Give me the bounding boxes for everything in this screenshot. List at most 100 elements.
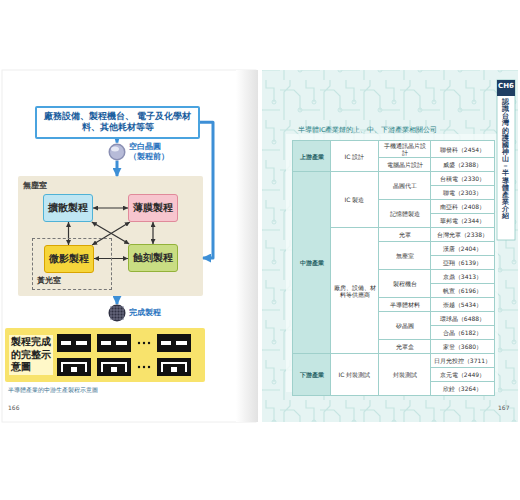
svg-part	[76, 341, 87, 345]
cell-text: 崇越（5434）	[443, 301, 482, 308]
table-cell: 晶圓代工	[379, 172, 431, 200]
process-arrow	[68, 222, 69, 245]
process-arrow	[93, 207, 128, 208]
company-table: 上游產業 IC 設計 手機通訊晶片設計聯發科（2454） 電腦晶片設計 威盛（2388）…	[292, 140, 495, 396]
table-cell: 環球晶（6488）	[431, 312, 495, 326]
cell-text: 亞翔（6139）	[443, 259, 482, 266]
table-cell: 上游產業	[293, 141, 331, 172]
cell-text: IC 封裝測試	[339, 371, 371, 378]
chapter-title: 認識台灣的護國神山－半導體產業介紹	[502, 99, 509, 220]
table-cell: 威盛（2388）	[431, 158, 495, 172]
cell-text: 製程機台	[393, 280, 417, 287]
cell-text: 封裝測試	[393, 371, 417, 378]
cell-text: 南亞科（2408）	[440, 203, 485, 210]
wafer-icon	[108, 304, 126, 322]
cell-text: 矽晶圓	[396, 322, 414, 329]
cell-text: 廠房、設備、材料等供應商	[334, 284, 376, 298]
cell-text: IC 製造	[345, 196, 365, 203]
svg-part	[171, 367, 177, 372]
table-cell: 日月光投控（3711）	[431, 354, 495, 368]
flow-arrow	[200, 122, 213, 258]
table-cell: 光罩	[379, 228, 431, 242]
table-cell: 矽晶圓	[379, 312, 431, 340]
table-cell: 手機通訊晶片設計	[379, 141, 431, 158]
ellipsis-dot	[148, 366, 150, 368]
chip-section	[157, 358, 191, 376]
flow-arrow	[116, 161, 119, 176]
svg-part	[71, 367, 77, 372]
cell-text: IC 設計	[345, 153, 365, 160]
svg-part	[62, 363, 86, 372]
chip-section	[157, 334, 191, 352]
table-cell: 漢唐（2404）	[431, 242, 495, 256]
page-number: 166	[8, 404, 19, 411]
table-cell: 聯電（2303）	[431, 186, 495, 200]
result-box: 製程完成的完整示意圖	[5, 328, 205, 382]
svg-part	[109, 305, 126, 322]
node-text: 空白晶圓 （製程前）	[129, 142, 174, 161]
table-cell: 半導體材料	[379, 298, 431, 312]
svg-part	[161, 341, 171, 345]
cell-text: 環球晶（6488）	[440, 315, 485, 322]
process-arrow	[92, 222, 129, 244]
cell-text: 聯電（2303）	[443, 189, 482, 196]
table-cell: 欣銓（3264）	[431, 382, 495, 396]
cell-text: 台灣光罩（2338）	[437, 231, 488, 238]
cell-text: 京鼎（3413）	[443, 273, 482, 280]
table-cell: 聯發科（2454）	[431, 141, 495, 158]
table-row: 中游產業IC 製造晶圓代工台積電（2330）	[293, 172, 495, 186]
svg-part	[120, 306, 121, 320]
clean-room: 無塵室擴散製程薄膜製程黃光室微影製程蝕刻製程	[18, 176, 203, 296]
supply-box: 廠務設備、製程機台、 電子及化學材料、其他耗材等等	[35, 106, 200, 139]
table-cell: 廠房、設備、材料等供應商	[331, 228, 379, 354]
finished-wafer: 完成製程	[108, 304, 161, 322]
cell-text: 欣銓（3264）	[443, 385, 482, 392]
cell-text: 華邦電（2344）	[440, 217, 485, 224]
node-text: 薄膜製程	[133, 201, 173, 215]
blank-wafer: 空白晶圓 （製程前）	[108, 142, 174, 161]
cell-text: 手機通訊晶片設計	[384, 142, 426, 156]
wafer-icon	[108, 143, 126, 161]
table-cell: 電腦晶片設計	[379, 158, 431, 172]
chapter-tab: CH6	[498, 82, 514, 90]
page-number: 167	[498, 404, 509, 411]
table-cell: 亞翔（6139）	[431, 256, 495, 270]
svg-part	[116, 341, 127, 345]
cell-text: 晶圓代工	[393, 182, 417, 189]
cell-text: 日月光投控（3711）	[434, 357, 491, 364]
node-text: 完成製程	[129, 308, 161, 318]
svg-part	[110, 319, 124, 320]
cell-text: 電腦晶片設計	[387, 161, 423, 168]
node-text: 擴散製程	[48, 201, 88, 215]
svg-part	[102, 363, 126, 372]
chip-section	[57, 334, 91, 352]
table-cell: 京元電（2449）	[431, 368, 495, 382]
process-arrow	[92, 222, 130, 245]
cell-text: 漢唐（2404）	[443, 245, 482, 252]
table-cell: 家登（3680）	[431, 340, 495, 354]
ellipsis-dot	[138, 342, 140, 344]
svg-part	[162, 363, 186, 372]
ellipsis-dot	[148, 342, 150, 344]
svg-part	[109, 143, 126, 160]
caption: 半導體產業的中游生產製程示意圖	[8, 386, 98, 395]
svg-part	[110, 316, 124, 317]
table-row: 上游產業 IC 設計 手機通訊晶片設計聯發科（2454）	[293, 141, 495, 158]
cell-text: 上游產業	[300, 153, 324, 160]
flow-arrow	[116, 296, 119, 304]
table-cell: 無塵室	[379, 242, 431, 270]
table-cell: IC 製造	[331, 172, 379, 228]
cell-text: 記憶體製造	[390, 210, 420, 217]
table-cell: 合晶（6182）	[431, 326, 495, 340]
table-row: 下游產業IC 封裝測試封裝測試日月光投控（3711）	[293, 354, 495, 368]
svg-part	[123, 306, 124, 320]
cell-text: 台積電（2330）	[440, 175, 485, 182]
cell-text: 半導體材料	[390, 301, 420, 308]
cell-text: 家登（3680）	[443, 343, 482, 350]
svg-part	[61, 341, 71, 345]
cell-text: 無塵室	[396, 252, 414, 259]
svg-part	[110, 145, 124, 159]
table-body: 上游產業 IC 設計 手機通訊晶片設計聯發科（2454） 電腦晶片設計 威盛（2388）…	[293, 141, 495, 396]
svg-part	[101, 341, 111, 345]
cell-text: 中游產業	[300, 259, 324, 266]
